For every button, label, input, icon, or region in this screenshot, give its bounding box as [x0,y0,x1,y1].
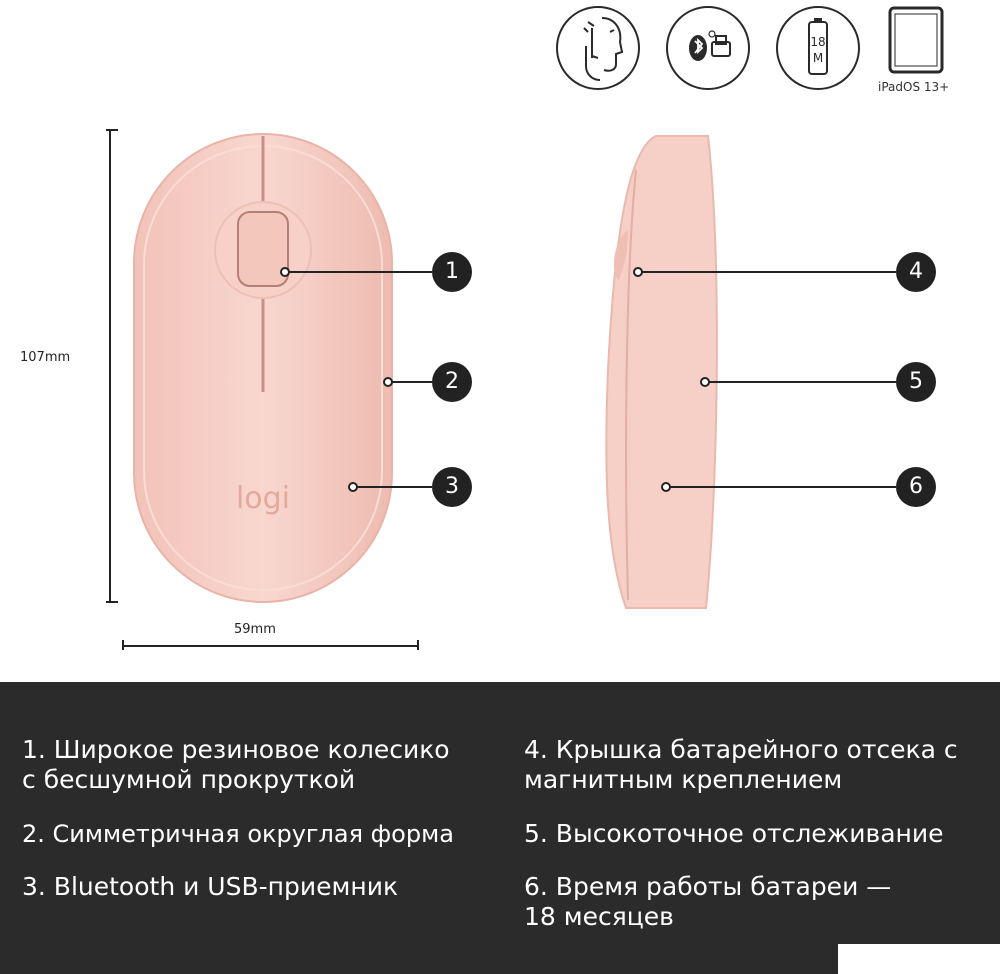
product-image-area: 18 M iPadOS 13+ 107mm 59mm [0,0,1000,650]
feature-4-line-2: магнитным креплением [524,765,843,794]
corner-block [838,944,1000,974]
battery-months-number: 18 [810,35,825,49]
callout-2: 2 [432,362,472,402]
feature-2: 2. Симметричная округлая форма [22,820,454,848]
ipados-label: iPadOS 13+ [878,80,950,94]
feature-1-line-2: с бесшумной прокруткой [22,765,356,794]
feature-6-line-2: 18 месяцев [524,902,674,931]
ipad-icon [888,6,954,92]
callout-6: 6 [896,467,936,507]
callout-4: 4 [896,252,936,292]
battery-months-unit: M [813,51,823,65]
mouse-top-view: logi [133,133,393,603]
callout-3: 3 [432,467,472,507]
dimension-lines [106,129,419,650]
silent-click-icon [556,6,640,90]
feature-1-line-1: 1. Широкое резиновое колесико [22,735,450,764]
callout-5: 5 [896,362,936,402]
features-panel: 1. Широкое резиновое колесико с бесшумно… [0,682,1000,974]
feature-4-line-1: 4. Крышка батарейного отсека с [524,735,958,764]
feature-3: 3. Bluetooth и USB-приемник [22,872,399,901]
height-dimension-label: 107mm [20,350,71,365]
battery-icon: 18 M [776,6,860,90]
mouse-side-view [605,135,718,609]
feature-6-line-1: 6. Время работы батареи — [524,872,892,901]
bluetooth-receiver-icon [666,6,750,90]
width-dimension-label: 59mm [234,622,276,637]
logi-logo: logi [236,481,290,516]
feature-5: 5. Высокоточное отслеживание [524,819,944,848]
callout-1: 1 [432,252,472,292]
feature-icons-row: 18 M iPadOS 13+ [0,0,1000,110]
callout-lines [280,267,896,492]
